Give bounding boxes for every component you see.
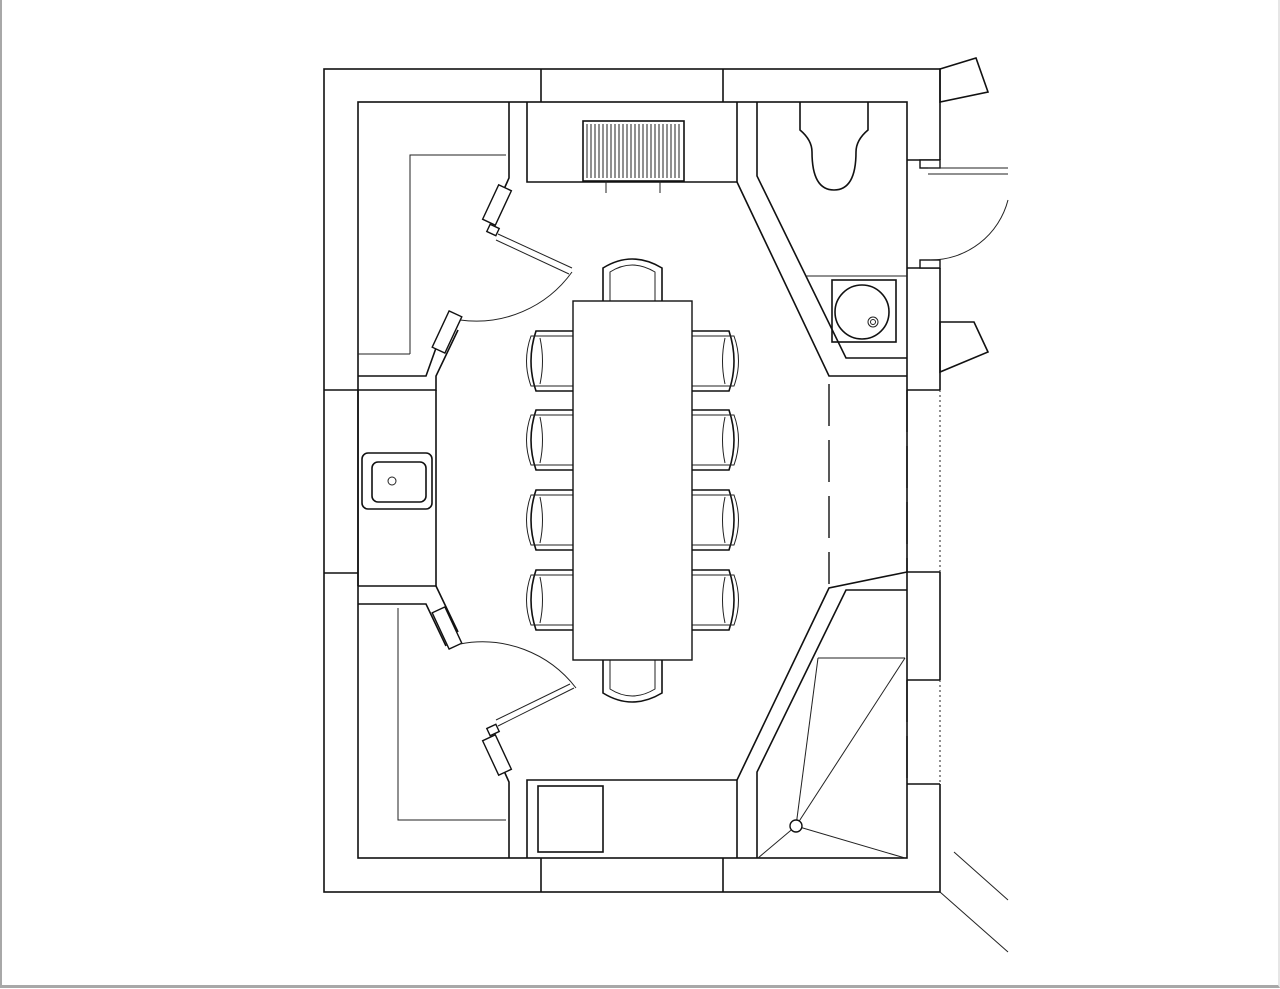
toilet [799,102,869,191]
chair-right-2 [692,409,739,471]
shower [806,275,907,343]
radiator [582,120,685,193]
chair-end-1 [602,258,663,301]
chair-right-3 [692,489,739,551]
dining-set [526,258,739,703]
chair-left-2 [526,409,573,471]
cabinet [537,785,604,853]
chair-left-4 [526,569,573,631]
chair-left-3 [526,489,573,551]
chair-left-1 [526,330,573,392]
corner-fixture [757,657,906,859]
sink [361,452,433,510]
exterior-flares [939,57,1009,953]
right-wall-openings [906,159,1009,785]
left-closets [358,154,506,821]
chair-right-4 [692,569,739,631]
chair-right-1 [692,330,739,392]
central-room-outline [357,102,908,858]
dining-table [572,300,693,661]
door-lower-left [431,605,577,777]
chair-end-2 [602,660,663,703]
door-upper-left [431,183,573,355]
